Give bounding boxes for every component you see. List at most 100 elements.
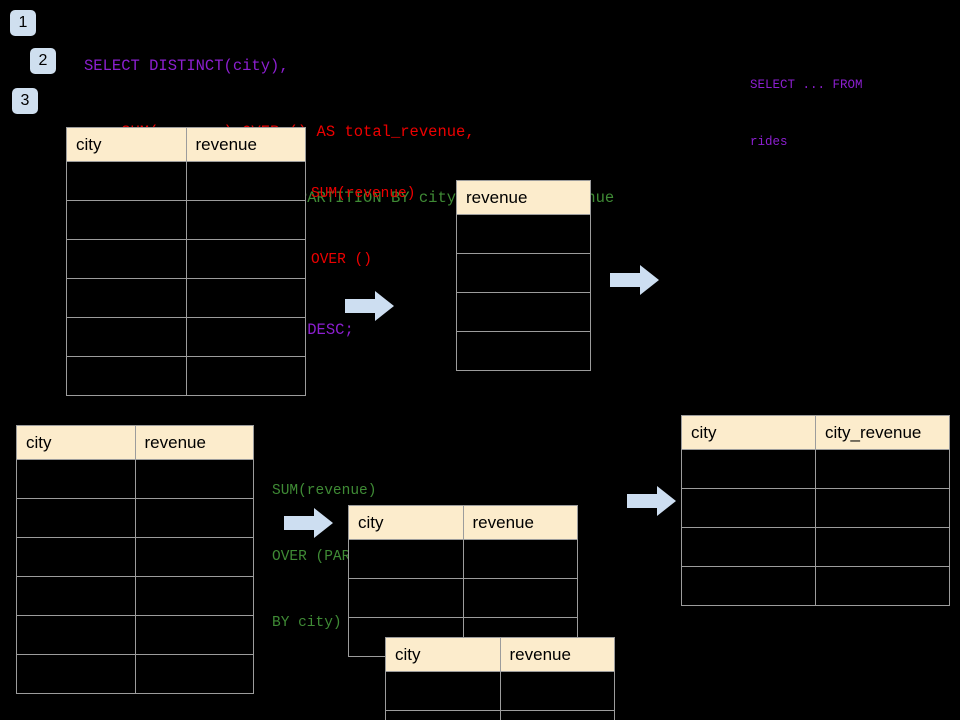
cell-city [16, 654, 136, 694]
table-row [66, 278, 306, 318]
cell-city [16, 498, 136, 538]
cell-revenue [456, 253, 591, 293]
cell-city [348, 539, 464, 579]
table-row [16, 576, 254, 616]
table-row [348, 539, 578, 579]
column-header-revenue: revenue [134, 425, 254, 460]
cell-revenue [462, 539, 578, 579]
table-row [16, 498, 254, 538]
table-header-row: city revenue [385, 637, 615, 672]
cell-city [16, 576, 136, 616]
cell-city [681, 527, 816, 567]
cell-city [348, 578, 464, 618]
table-row [456, 292, 591, 332]
cell-city [66, 161, 187, 201]
table-row [456, 214, 591, 254]
cell-revenue [134, 576, 254, 616]
table-row [681, 488, 950, 528]
cell-city-revenue [815, 527, 950, 567]
total-revenue-annotation-line-2: OVER () [311, 252, 372, 268]
table-rides-input-top: city revenue [66, 127, 306, 396]
table-final-result: city city_revenue [681, 415, 950, 606]
city-revenue-annotation-line-1: SUM(revenue) [272, 483, 377, 499]
table-row [348, 578, 578, 618]
column-header-revenue: revenue [462, 505, 578, 540]
cell-city [66, 278, 187, 318]
cell-city-revenue [815, 449, 950, 489]
arrow-total-revenue-to-output [610, 264, 660, 296]
cell-city-revenue [815, 488, 950, 528]
cell-revenue [134, 537, 254, 577]
table-partition-group-a: city revenue [348, 505, 578, 657]
cell-city [681, 488, 816, 528]
cell-revenue [499, 671, 615, 711]
cell-city [16, 615, 136, 655]
sql-line-select: SELECT DISTINCT(city), [84, 57, 289, 75]
step-badge-2: 2 [30, 48, 56, 74]
table-row [66, 356, 306, 396]
source-query-note-line-2: rides [750, 135, 788, 149]
arrow-rides-to-partitions [284, 507, 334, 539]
cell-city [385, 671, 501, 711]
table-row [66, 161, 306, 201]
column-header-revenue: revenue [499, 637, 615, 672]
table-row [66, 200, 306, 240]
table-row [681, 527, 950, 567]
cell-revenue [456, 292, 591, 332]
cell-city-revenue [815, 566, 950, 606]
table-header-row: city revenue [16, 425, 254, 460]
cell-city [66, 317, 187, 357]
cell-revenue [185, 239, 306, 279]
table-row [681, 566, 950, 606]
table-header-row: revenue [456, 180, 591, 215]
cell-city [66, 356, 187, 396]
cell-city [16, 459, 136, 499]
column-header-city-revenue: city_revenue [815, 415, 950, 450]
cell-revenue [462, 578, 578, 618]
cell-city [385, 710, 501, 720]
table-row [385, 671, 615, 711]
cell-revenue [185, 278, 306, 318]
column-header-city: city [16, 425, 136, 460]
table-row [16, 537, 254, 577]
column-header-city: city [66, 127, 187, 162]
cell-city [16, 537, 136, 577]
table-row [16, 654, 254, 694]
cell-city [66, 200, 187, 240]
cell-revenue [185, 161, 306, 201]
cell-city [681, 449, 816, 489]
cell-revenue [134, 615, 254, 655]
total-revenue-annotation-line-1: SUM(revenue) [311, 186, 416, 202]
table-row [16, 615, 254, 655]
table-row [66, 239, 306, 279]
cell-city [66, 239, 187, 279]
total-revenue-annotation: SUM(revenue) OVER () [311, 139, 415, 315]
source-query-note: SELECT ... FROM rides [750, 38, 863, 190]
city-revenue-annotation-line-3: BY city) [272, 615, 342, 631]
cell-revenue [456, 331, 591, 371]
table-partition-group-b: city revenue [385, 637, 615, 720]
arrow-partitions-to-final [627, 485, 677, 517]
cell-revenue [134, 654, 254, 694]
cell-revenue [134, 459, 254, 499]
table-header-row: city revenue [66, 127, 306, 162]
table-total-revenue-result: revenue [456, 180, 591, 371]
arrow-rides-to-total-revenue [345, 290, 395, 322]
table-row [385, 710, 615, 720]
table-rides-input-bottom: city revenue [16, 425, 254, 694]
column-header-revenue: revenue [185, 127, 306, 162]
column-header-revenue: revenue [456, 180, 591, 215]
cell-revenue [185, 356, 306, 396]
column-header-city: city [348, 505, 464, 540]
cell-revenue [185, 317, 306, 357]
cell-revenue [456, 214, 591, 254]
table-row [456, 253, 591, 293]
cell-revenue [134, 498, 254, 538]
table-row [456, 331, 591, 371]
column-header-city: city [385, 637, 501, 672]
table-header-row: city city_revenue [681, 415, 950, 450]
cell-revenue [499, 710, 615, 720]
cell-revenue [185, 200, 306, 240]
table-row [16, 459, 254, 499]
